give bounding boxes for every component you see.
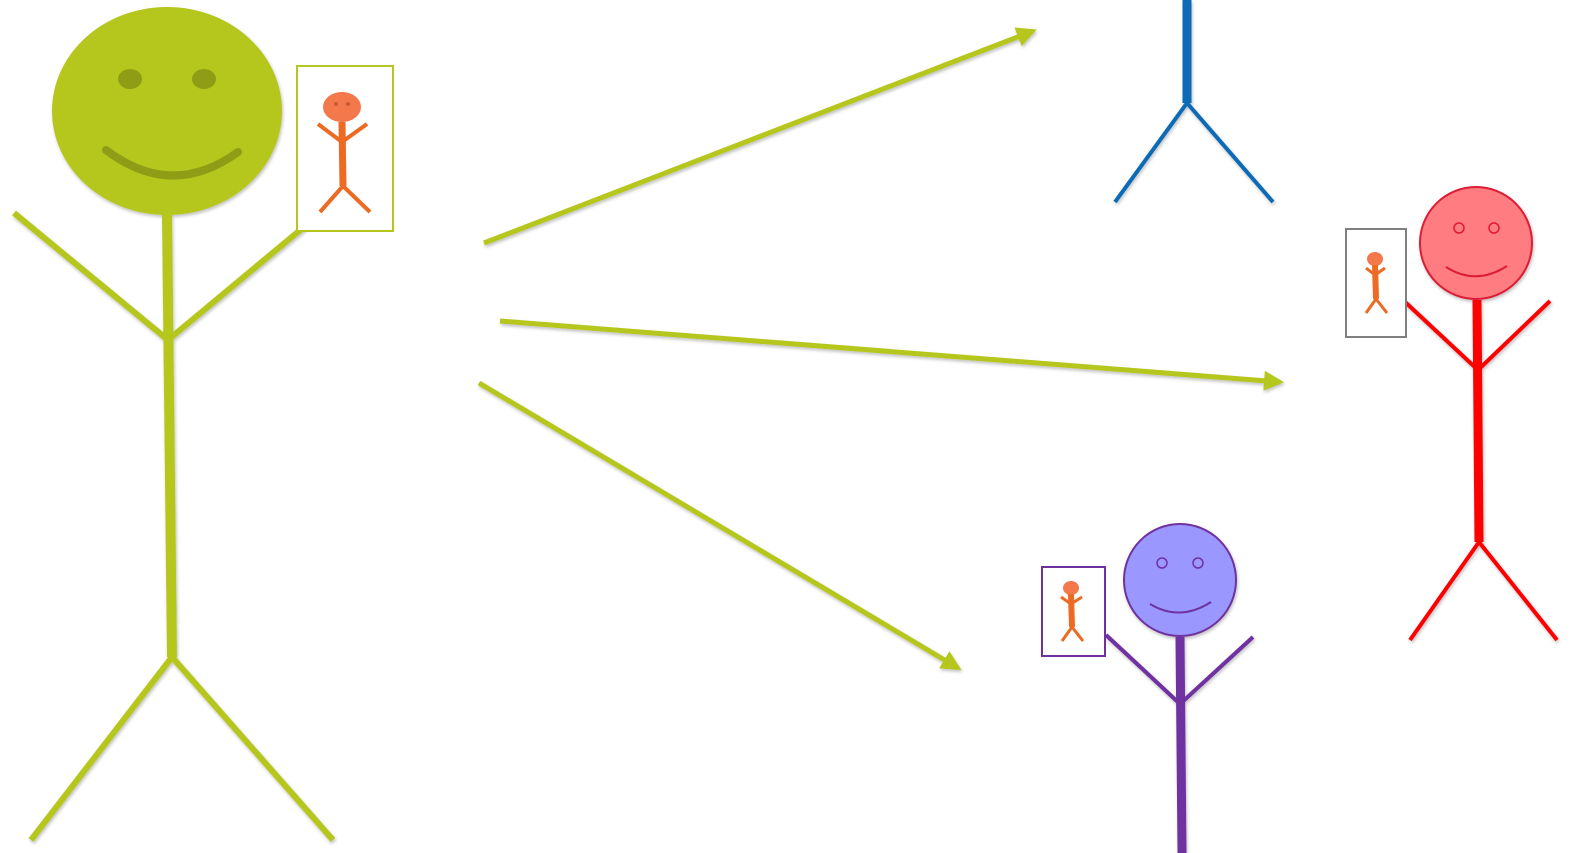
main-figure-smile xyxy=(102,146,242,180)
main-figure-left-eye xyxy=(118,69,142,89)
blue-figure xyxy=(1113,0,1275,204)
photo-figure-left-arm xyxy=(1060,595,1072,606)
main-figure-photo xyxy=(296,65,394,232)
purple-figure-left-eye xyxy=(1156,557,1168,569)
arrows xyxy=(477,27,1284,671)
photo-figure-body xyxy=(1068,593,1075,628)
main-figure-head xyxy=(52,7,282,215)
blue-figure-left-leg xyxy=(1113,101,1189,204)
main-figure-body xyxy=(162,214,177,658)
purple-figure-smile xyxy=(1149,601,1212,614)
photo-figure-right-eye xyxy=(346,102,350,106)
red-figure-right-eye xyxy=(1488,222,1500,234)
photo-figure-left-leg xyxy=(1060,626,1074,642)
arrow-to-purple-figure xyxy=(477,380,962,671)
purple-figure-left-arm xyxy=(1104,633,1182,706)
red-figure-right-leg xyxy=(1477,540,1559,642)
photo-figure-left-arm xyxy=(1365,266,1376,277)
main-figure-left-leg xyxy=(28,655,175,842)
red-figure-right-arm xyxy=(1476,299,1552,372)
arrow-to-red-figure xyxy=(499,318,1284,391)
photo-figure-right-arm xyxy=(1374,266,1386,277)
red-figure-smile xyxy=(1445,265,1508,278)
main-figure xyxy=(12,7,336,842)
photo-figure-left-arm xyxy=(316,122,344,144)
photo-figure-right-leg xyxy=(1070,626,1085,642)
purple-figure-right-eye xyxy=(1192,557,1204,569)
arrow-to-blue-figure xyxy=(483,27,1037,246)
photo-figure-right-arm xyxy=(340,122,369,144)
photo-figure-left-leg xyxy=(318,184,345,214)
red-figure-head xyxy=(1419,186,1533,300)
photo-figure-body xyxy=(1372,264,1379,300)
red-figure xyxy=(1401,186,1559,642)
blue-figure-right-leg xyxy=(1185,101,1275,204)
main-figure-left-arm xyxy=(12,210,170,343)
purple-figure xyxy=(1104,523,1255,853)
red-figure-left-leg xyxy=(1408,540,1481,642)
photo-figure-head xyxy=(1063,581,1079,595)
photo-figure-left-leg xyxy=(1364,298,1378,314)
purple-figure-head xyxy=(1123,523,1237,637)
photo-stick-figure xyxy=(316,92,372,214)
purple-figure-photo xyxy=(1041,566,1106,657)
photo-stick-figure xyxy=(1060,581,1085,642)
main-figure-right-eye xyxy=(192,69,216,89)
photo-figure-body xyxy=(338,121,347,187)
photo-figure-left-eye xyxy=(334,102,338,106)
photo-figure-head xyxy=(1367,252,1383,266)
red-figure-body xyxy=(1472,299,1484,543)
photo-figure-right-leg xyxy=(1374,298,1389,314)
main-figure-right-leg xyxy=(169,655,336,842)
red-figure-left-arm xyxy=(1401,298,1480,372)
main-figure-right-arm xyxy=(166,213,319,343)
purple-figure-right-arm xyxy=(1178,635,1255,706)
red-figure-left-eye xyxy=(1453,222,1465,234)
purple-figure-body xyxy=(1175,636,1187,853)
photo-stick-figure xyxy=(1364,252,1389,314)
photo-figure-right-arm xyxy=(1070,595,1083,606)
photo-figure-right-leg xyxy=(341,184,372,214)
red-figure-photo xyxy=(1345,228,1407,338)
photo-figure-head xyxy=(323,92,361,122)
